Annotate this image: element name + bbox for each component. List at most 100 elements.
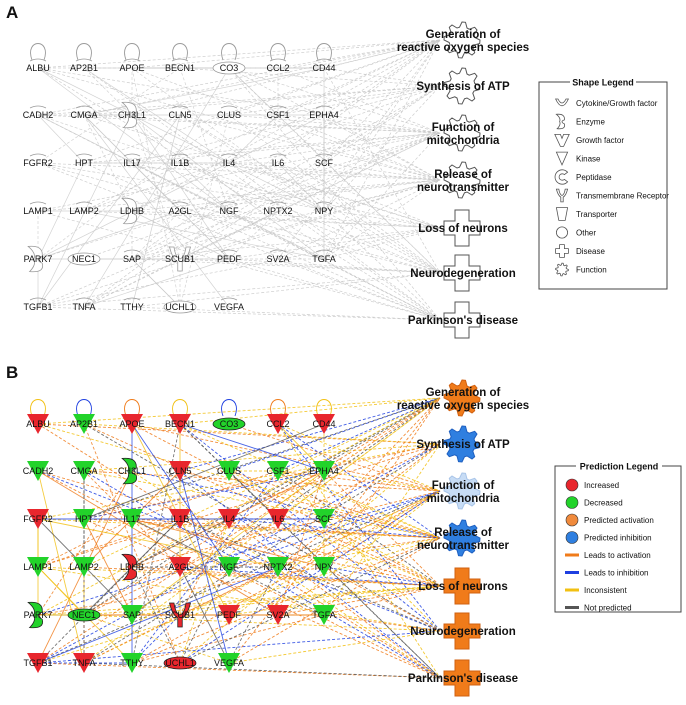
- gene-node-tgfb1[interactable]: TGFB1: [23, 653, 53, 673]
- gene-node-apoe[interactable]: APOE: [119, 414, 145, 434]
- gene-node-scub1[interactable]: SCUB1: [165, 602, 195, 628]
- gene-node-apoe[interactable]: APOE: [119, 58, 145, 73]
- gene-node-albu[interactable]: ALBU: [26, 414, 50, 434]
- gene-node-il1b[interactable]: IL1B: [171, 153, 190, 168]
- gene-node-cln5[interactable]: CLN5: [168, 105, 192, 120]
- gene-node-tgfa[interactable]: TGFA: [312, 605, 336, 625]
- edge: [37, 162, 441, 274]
- gene-node-cadh2[interactable]: CADH2: [23, 105, 54, 120]
- receptor-icon: [555, 188, 569, 203]
- outcome-4[interactable]: Loss of neurons: [418, 209, 508, 247]
- gene-node-sv2a[interactable]: SV2A: [266, 249, 290, 264]
- gene-node-co3[interactable]: CO3: [212, 61, 246, 75]
- edge: [228, 162, 441, 229]
- gene-node-npy[interactable]: NPY: [313, 557, 335, 577]
- gene-node-fgfr2[interactable]: FGFR2: [23, 153, 53, 168]
- gene-node-clus[interactable]: CLUS: [217, 461, 241, 481]
- gene-node-il6[interactable]: IL6: [269, 153, 287, 168]
- gene-node-cmga[interactable]: CMGA: [71, 105, 98, 120]
- gene-node-sap[interactable]: SAP: [123, 249, 141, 264]
- gene-node-lamp2[interactable]: LAMP2: [69, 201, 99, 216]
- gene-node-park7[interactable]: PARK7: [24, 601, 53, 629]
- gene-node-cmga[interactable]: CMGA: [71, 461, 98, 481]
- gene-node-nec1[interactable]: NEC1: [67, 252, 101, 266]
- outcome-1[interactable]: Synthesis of ATP: [416, 425, 510, 463]
- gene-node-ldhb[interactable]: LDHB: [120, 197, 144, 225]
- gene-node-pedf[interactable]: PEDF: [217, 605, 242, 625]
- gene-node-park7[interactable]: PARK7: [24, 245, 53, 273]
- gene-node-vegfa[interactable]: VEGFA: [214, 297, 244, 312]
- gene-node-cd44[interactable]: CD44: [312, 414, 336, 434]
- gene-node-il17[interactable]: IL17: [121, 509, 143, 529]
- gene-node-vegfa[interactable]: VEGFA: [214, 653, 244, 673]
- outcome-5[interactable]: Neurodegeneration: [410, 612, 516, 650]
- gene-node-nec1[interactable]: NEC1: [67, 608, 101, 622]
- gene-node-becn1[interactable]: BECN1: [165, 414, 195, 434]
- gene-node-co3[interactable]: CO3: [212, 417, 246, 431]
- outcome-5[interactable]: Neurodegeneration: [410, 254, 516, 292]
- gene-node-hpt[interactable]: HPT: [73, 509, 95, 529]
- gene-node-tthy[interactable]: TTHY: [120, 297, 144, 312]
- gene-node-scub1[interactable]: SCUB1: [165, 246, 195, 272]
- gene-node-albu[interactable]: ALBU: [26, 58, 50, 73]
- gene-node-uchl1[interactable]: UCHL1: [163, 300, 197, 314]
- gene-node-fgfr2[interactable]: FGFR2: [23, 509, 53, 529]
- gene-node-ngf[interactable]: NGF: [220, 201, 240, 216]
- gene-node-lamp1[interactable]: LAMP1: [23, 557, 53, 577]
- gene-node-ldhb[interactable]: LDHB: [120, 553, 144, 581]
- outcome-1[interactable]: Synthesis of ATP: [416, 67, 510, 105]
- edge: [179, 423, 279, 520]
- gene-node-tgfb1[interactable]: TGFB1: [23, 297, 53, 312]
- gene-node-epha4[interactable]: EPHA4: [309, 461, 339, 481]
- outcome-6[interactable]: Parkinson's disease: [408, 301, 518, 339]
- gene-node-scf[interactable]: SCF: [315, 153, 334, 168]
- gene-node-ap2b1[interactable]: AP2B1: [70, 58, 98, 73]
- prediction-legend-label: Leads to inhibition: [584, 569, 649, 578]
- gene-node-a2gl[interactable]: A2GL: [168, 201, 192, 216]
- gene-node-tnfa[interactable]: TNFA: [72, 297, 96, 312]
- gene-node-il4[interactable]: IL4: [218, 509, 240, 529]
- gene-node-tnfa[interactable]: TNFA: [72, 653, 96, 673]
- gene-node-cadh2[interactable]: CADH2: [23, 461, 54, 481]
- gene-node-tthy[interactable]: TTHY: [120, 653, 144, 673]
- gene-node-sap[interactable]: SAP: [121, 605, 143, 625]
- gene-node-ccl2[interactable]: CCL2: [266, 414, 290, 434]
- gene-node-nptx2[interactable]: NPTX2: [263, 557, 293, 577]
- gene-node-lamp2[interactable]: LAMP2: [69, 557, 99, 577]
- gene-node-becn1[interactable]: BECN1: [165, 58, 195, 73]
- gene-node-pedf[interactable]: PEDF: [217, 249, 242, 264]
- gene-node-tgfa[interactable]: TGFA: [312, 249, 336, 264]
- gene-node-a2gl[interactable]: A2GL: [168, 557, 192, 577]
- gene-node-ngf[interactable]: NGF: [218, 557, 240, 577]
- gene-node-cd44[interactable]: CD44: [312, 58, 336, 73]
- gene-node-ccl2[interactable]: CCL2: [266, 58, 290, 73]
- gene-node-npy[interactable]: NPY: [315, 201, 334, 216]
- gene-node-il4[interactable]: IL4: [220, 153, 238, 168]
- edge: [131, 114, 181, 308]
- gene-node-ap2b1[interactable]: AP2B1: [70, 414, 98, 434]
- gene-node-lamp1[interactable]: LAMP1: [23, 201, 53, 216]
- gene-node-clus[interactable]: CLUS: [217, 105, 241, 120]
- gene-node-ch3l1[interactable]: CH3L1: [118, 101, 146, 129]
- gene-node-scf[interactable]: SCF: [313, 509, 335, 529]
- gene-node-ch3l1[interactable]: CH3L1: [118, 457, 146, 485]
- gene-node-epha4[interactable]: EPHA4: [309, 105, 339, 120]
- gene-node-il17[interactable]: IL17: [123, 153, 141, 168]
- gene-node-cln5[interactable]: CLN5: [168, 461, 192, 481]
- outcome-4[interactable]: Loss of neurons: [418, 567, 508, 605]
- gene-node-il6[interactable]: IL6: [267, 509, 289, 529]
- gene-node-il1b[interactable]: IL1B: [169, 509, 191, 529]
- gene-node-csf1[interactable]: CSF1: [266, 105, 290, 120]
- gene-node-nptx2[interactable]: NPTX2: [263, 201, 293, 216]
- gene-node-sv2a[interactable]: SV2A: [266, 605, 290, 625]
- gene-node-hpt[interactable]: HPT: [75, 153, 94, 168]
- outcome-6[interactable]: Parkinson's disease: [408, 659, 518, 697]
- gene-node-csf1[interactable]: CSF1: [266, 461, 290, 481]
- gene-node-uchl1[interactable]: UCHL1: [163, 656, 197, 670]
